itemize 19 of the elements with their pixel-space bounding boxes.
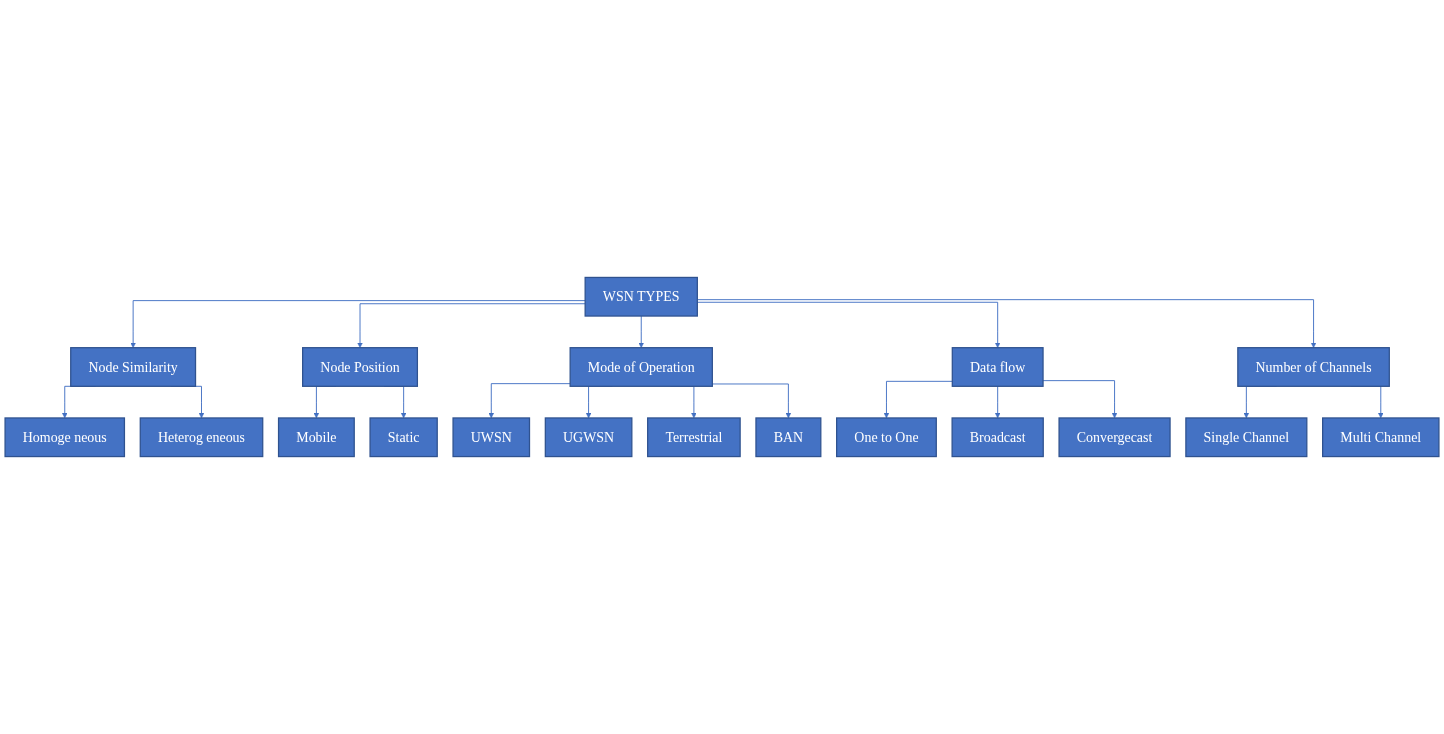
node-box: Single Channel [1185,417,1308,458]
node-box: One to One [836,417,937,458]
node-box: Node Position [302,347,419,387]
node-box: Mode of Operation [569,347,713,387]
node-box: WSN TYPES [584,276,698,317]
node-box: Data flow [951,347,1044,387]
node-box: Terrestrial [647,417,741,458]
node-box: BAN [755,417,822,458]
node-box: Static [369,417,438,458]
node-box: UWSN [452,417,531,458]
node-box: Homoge neous [4,417,126,458]
node-box: Node Similarity [70,347,197,387]
node-box: Mobile [277,417,355,458]
node-box: Multi Channel [1322,417,1440,458]
node-box: Convergecast [1058,417,1171,458]
node-box: Number of Channels [1237,347,1390,387]
node-box: Heterog eneous [139,417,264,458]
node-box: UGWSN [544,417,633,458]
node-box: Broadcast [951,417,1044,458]
